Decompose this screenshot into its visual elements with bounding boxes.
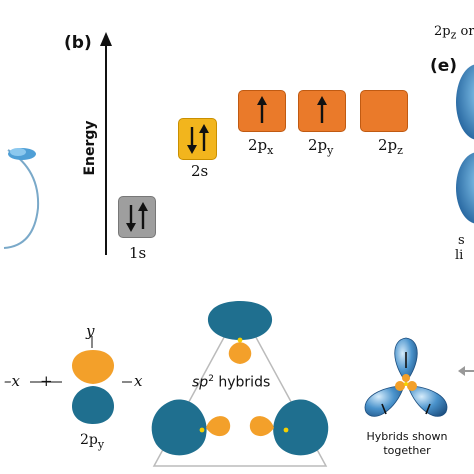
partial-orbital-right [456,64,474,224]
sp2-hybrids-figure [151,301,329,467]
orbital-label-2pz: 2pz [378,136,403,157]
electron-arrows-1s [126,202,148,232]
panel-label-e: (e) [430,56,458,76]
orbital-label-2s: 2s [191,162,209,180]
sp2-hybrids-label: sp2 hybrids [192,374,271,391]
energy-axis-label: Energy [82,120,98,176]
electron-arrow-2px [257,96,267,123]
partial-orbital-left [3,148,40,249]
orbital-box-1s [118,196,156,238]
panel-label-b: (b) [64,33,92,53]
orbital-label-2py: 2py [308,136,334,157]
orbital-box-2pz [360,90,408,132]
energy-axis-arrow [100,32,112,255]
axis-x-neg-label: –x [4,372,20,390]
right-partial-text-1: s [458,233,465,248]
orbital-box-2px [238,90,286,132]
p-orbital-2py [71,350,115,424]
electron-arrows-2s [186,124,209,154]
hybrids-together-label: Hybrids shown together [366,430,448,457]
orbital-label-2px: 2px [248,136,274,157]
right-panel-top-text: 2pz or [434,24,474,42]
p-orbital-2py-label: 2py [80,432,105,451]
electron-arrow-2py [317,96,327,123]
orbital-label-1s: 1s [129,244,147,262]
axis-plus-label: + [40,372,53,390]
axis-y-label: y [86,322,95,340]
hybrids-together-figure [364,337,448,417]
right-partial-text-2: li [455,248,464,263]
orbital-box-2s [178,118,217,160]
hybrid-top-large-lobe [207,301,273,340]
arrow-icon-left [458,366,474,376]
orbital-box-2py [298,90,346,132]
axis-x-pos-label: x [134,372,143,390]
